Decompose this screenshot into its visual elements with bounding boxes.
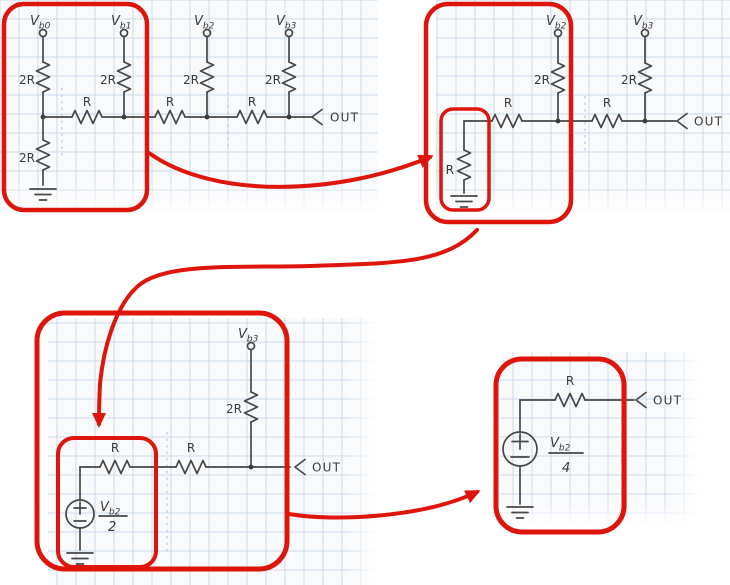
node-dot — [555, 118, 561, 124]
terminal-label-vb1-main: V — [111, 14, 121, 29]
resistor-r-series2-label: R — [166, 95, 174, 109]
terminal-label-vb2-main: V — [546, 14, 556, 29]
out-label: OUT — [653, 394, 682, 408]
source-value-numerator: Vb2 — [550, 436, 571, 454]
terminal-label-vb1: Vb1 — [111, 14, 131, 32]
resistor-2r-terminator-label: 2R — [19, 151, 35, 165]
resistor-r-series2-label: R — [603, 96, 611, 110]
plus-icon — [511, 433, 529, 450]
resistor-r-series-label: R — [566, 374, 574, 388]
resistor-2r-vb2-label: 2R — [534, 73, 550, 87]
plus-icon — [73, 501, 87, 515]
graph-paper-bottom-left — [48, 318, 378, 585]
resistor-2r-vb3-label: 2R — [621, 73, 637, 87]
source-value-denominator: 4 — [562, 461, 570, 476]
panel-thevenin-equivalent: Vb2 4 R OUT — [502, 374, 682, 519]
resistor-r-series1-label: R — [83, 95, 91, 109]
graph-paper-top-right — [436, 0, 730, 216]
highlight-box-equivalent-r — [439, 107, 491, 212]
source-value-v: V — [100, 500, 110, 515]
arrow-panel-c-to-d — [287, 490, 481, 520]
resistor-r-equivalent-label: R — [446, 163, 454, 177]
resistor-2r-vb3-label: 2R — [265, 73, 281, 87]
resistor-2r-vb1-label: 2R — [100, 73, 116, 87]
highlight-box-thevenin-source — [56, 436, 158, 569]
terminal-label-vb3-sub: b3 — [247, 335, 259, 345]
terminal-label-vb3-sub: b3 — [642, 22, 654, 32]
node-dot — [286, 114, 292, 120]
terminal-label-vb3: Vb3 — [238, 327, 259, 345]
out-label: OUT — [312, 461, 341, 475]
panel-ladder-2-input: R R R Vb2 2R Vb3 2R OUT — [446, 14, 723, 208]
source-value-denominator: 2 — [108, 520, 116, 535]
resistor-r-series1-label: R — [504, 96, 512, 110]
terminal-label-vb2: Vb2 — [546, 14, 567, 32]
node-dot — [121, 114, 127, 120]
source-value-sub: b2 — [109, 508, 121, 518]
out-label: OUT — [694, 115, 723, 129]
node-dot — [204, 114, 210, 120]
terminal-label-vb3-main: V — [276, 14, 286, 29]
terminal-label-vb3-main: V — [633, 14, 643, 29]
highlight-box-panel-b-outer — [423, 1, 574, 225]
resistor-2r-vb3-label: 2R — [226, 402, 242, 416]
node-dot — [248, 464, 254, 470]
terminal-label-vb0-main: V — [30, 14, 40, 29]
source-value-v: V — [550, 436, 560, 451]
resistor-2r-vb0-label: 2R — [19, 73, 35, 87]
resistor-r-series3-label: R — [248, 95, 256, 109]
terminal-label-vb2: Vb2 — [194, 14, 215, 32]
graph-paper-top-left — [0, 0, 378, 214]
out-label: OUT — [330, 111, 359, 125]
terminal-label-vb3: Vb3 — [633, 14, 654, 32]
terminal-label-vb2-main: V — [194, 14, 204, 29]
terminal-label-vb2-sub: b2 — [555, 22, 567, 32]
annotations — [1, 1, 627, 572]
resistor-r-series1-label: R — [111, 441, 119, 455]
arrow-panel-b-to-c — [92, 228, 479, 428]
terminal-label-vb3-main: V — [238, 327, 248, 342]
terminal-label-vb3-sub: b3 — [285, 22, 297, 32]
out-arrow-icon — [676, 112, 688, 130]
resistor-2r-vb2-label: 2R — [183, 73, 199, 87]
highlight-box-panel-d — [493, 356, 627, 535]
dashed-guide-lines — [61, 88, 586, 553]
terminal-label-vb0-sub: b0 — [39, 22, 51, 32]
terminal-label-vb1-sub: b1 — [120, 22, 131, 32]
highlight-box-panel-a — [1, 1, 150, 213]
source-value-sub: b2 — [559, 444, 571, 454]
source-value-numerator: Vb2 — [100, 500, 121, 518]
graph-paper-bottom-right — [500, 352, 700, 526]
terminal-label-vb3: Vb3 — [276, 14, 297, 32]
highlight-box-panel-c-outer — [34, 310, 290, 572]
out-arrow-icon — [294, 458, 306, 476]
out-arrow-icon — [635, 391, 647, 409]
out-arrow-icon — [311, 108, 323, 126]
terminal-label-vb0: Vb0 — [30, 14, 51, 32]
panel-ladder-1-input: Vb2 2 R R Vb3 2R OUT — [65, 327, 341, 565]
voltage-source-vb2-over-2-icon — [65, 499, 95, 529]
terminal-label-vb2-sub: b2 — [203, 22, 215, 32]
resistor-r-series2-label: R — [187, 441, 195, 455]
node-dot — [642, 118, 648, 124]
voltage-source-vb2-over-4-icon — [502, 431, 538, 467]
arrow-panel-a-to-b — [147, 151, 434, 189]
panel-ladder-4-input: Vb0 2R Vb1 2R Vb2 2R Vb3 2R R R R — [19, 14, 359, 201]
